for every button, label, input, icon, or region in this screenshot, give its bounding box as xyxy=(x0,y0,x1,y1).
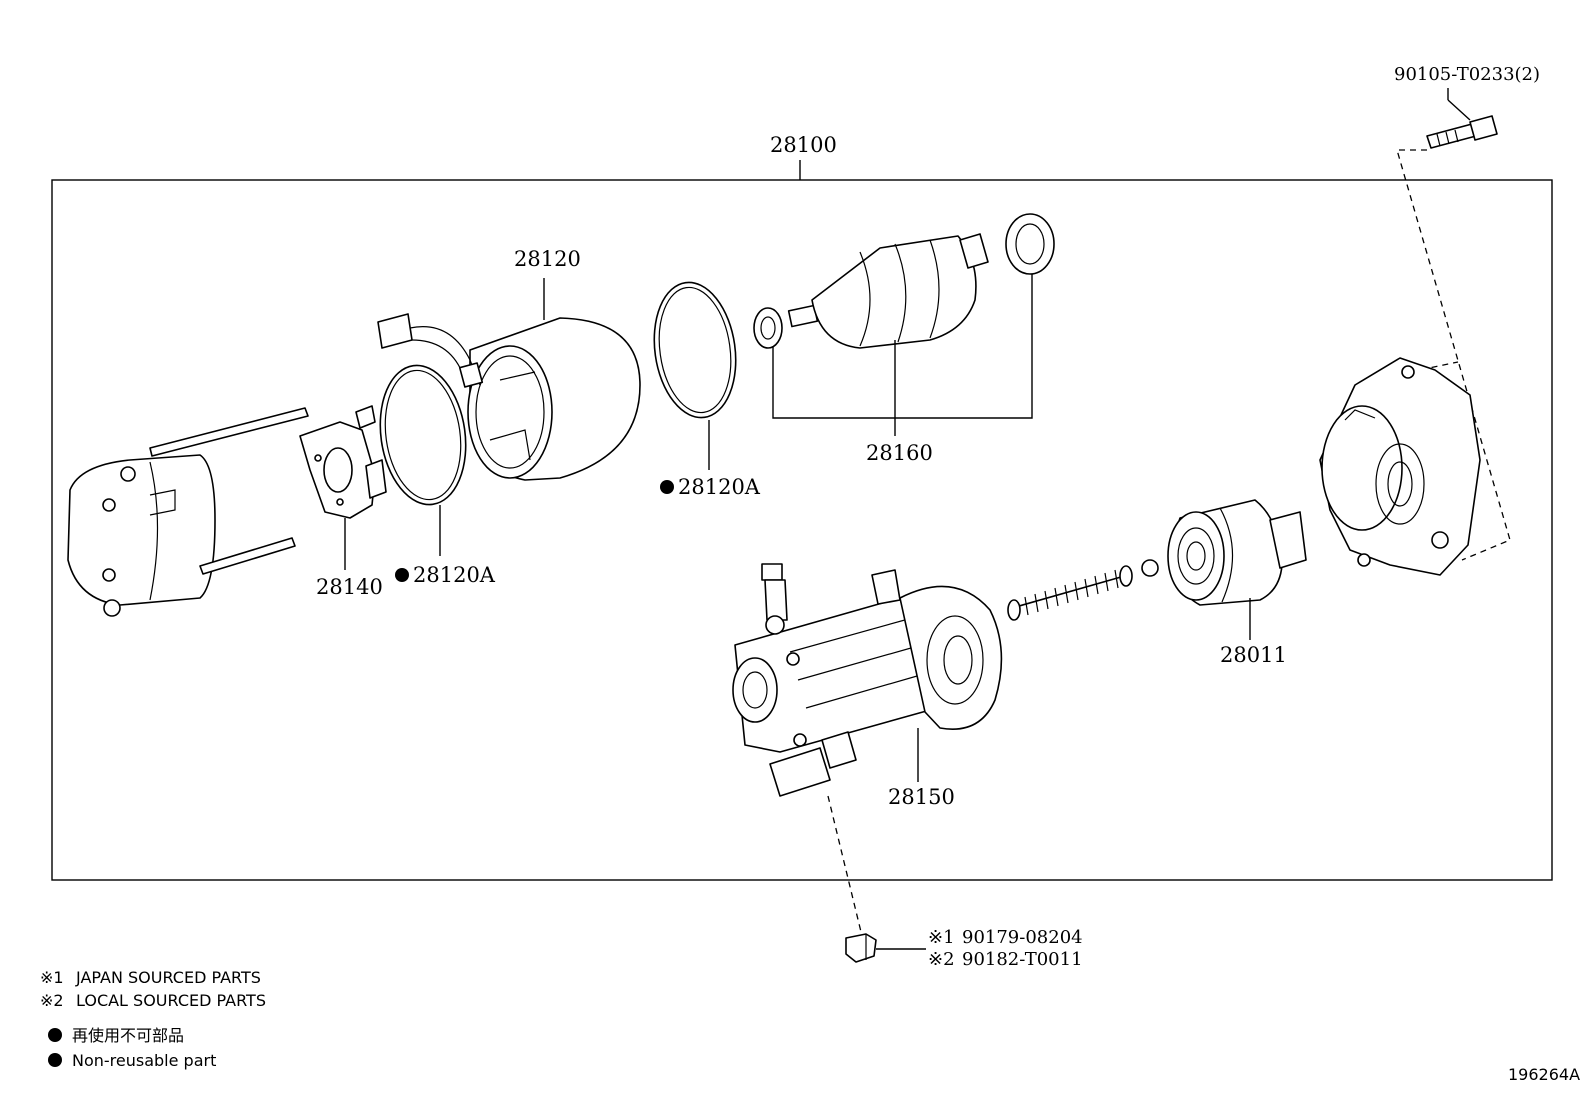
assembly-frame xyxy=(51,179,1553,881)
armature-illustration xyxy=(753,213,1055,349)
bolt-dashed-path xyxy=(1396,149,1511,561)
non-reusable-dot-upper xyxy=(660,480,674,494)
drive-housing-illustration xyxy=(1319,357,1481,576)
bolt-part-label: 90105-T0233(2) xyxy=(1394,64,1540,85)
legend-japan-marker: ※1 xyxy=(40,968,64,987)
spring-illustration xyxy=(1007,565,1133,621)
legend-local-marker: ※2 xyxy=(40,991,64,1010)
p28160-label: 28160 xyxy=(866,441,933,465)
magnetic-switch-illustration xyxy=(732,563,1003,797)
legend: ※1 JAPAN SOURCED PARTS ※2 LOCAL SOURCED … xyxy=(40,968,266,1070)
nut-local-marker: ※2 xyxy=(928,949,955,970)
legend-japan-text: JAPAN SOURCED PARTS xyxy=(75,968,261,987)
figure-id: 196264A xyxy=(1508,1065,1580,1084)
non-reusable-dot-lower xyxy=(395,568,409,582)
p28150-label: 28150 xyxy=(888,785,955,809)
p28120-label: 28120 xyxy=(514,247,581,271)
brush-holder-illustration xyxy=(299,405,387,519)
starter-clutch-illustration xyxy=(1167,499,1307,606)
assembly-number-label: 28100 xyxy=(770,133,837,157)
p28160-bracket xyxy=(772,274,1033,419)
bolt-illustration xyxy=(1426,115,1498,149)
legend-dot-jp xyxy=(48,1028,62,1042)
nut-dashed-path xyxy=(827,795,863,937)
p28120a-upper-label: 28120A xyxy=(678,475,761,499)
legend-dot-en xyxy=(48,1053,62,1067)
o-ring-lower-illustration xyxy=(379,364,467,506)
legend-non-reusable-jp: 再使用不可部品 xyxy=(72,1026,184,1045)
nut-japan-label: 90179-08204 xyxy=(962,927,1083,948)
p28120a-lower-label: 28120A xyxy=(413,563,496,587)
nut-local-label: 90182-T0011 xyxy=(962,949,1083,970)
nut-illustration xyxy=(845,933,877,963)
p28140-label: 28140 xyxy=(316,575,383,599)
legend-local-text: LOCAL SOURCED PARTS xyxy=(76,991,266,1010)
rear-housing-illustration xyxy=(67,407,309,617)
legend-non-reusable-en: Non-reusable part xyxy=(72,1051,216,1070)
yoke-illustration xyxy=(377,313,641,481)
p28011-label: 28011 xyxy=(1220,643,1287,667)
o-ring-upper-illustration xyxy=(653,281,737,419)
nut-japan-marker: ※1 xyxy=(928,927,955,948)
steel-ball-illustration xyxy=(1141,559,1159,577)
